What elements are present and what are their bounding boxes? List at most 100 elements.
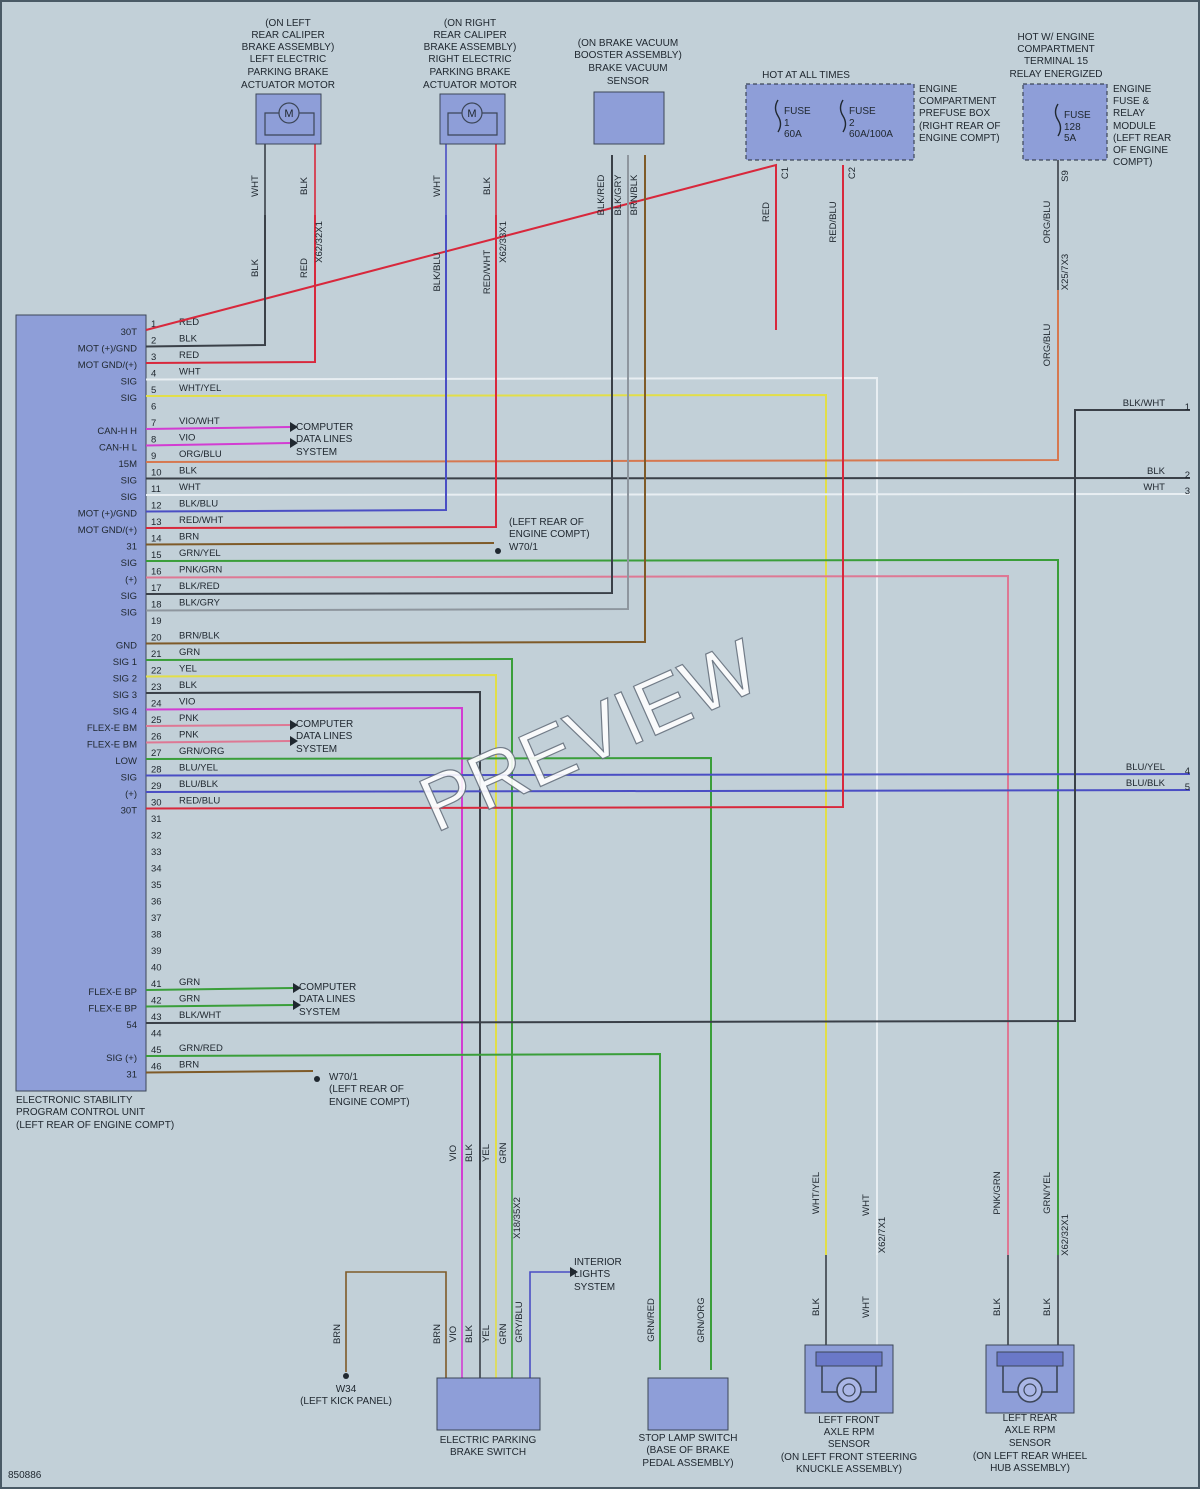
escu-pin-number: 13 [151, 517, 162, 528]
svg-text:SENSOR: SENSOR [1009, 1438, 1051, 1449]
svg-text:W34: W34 [336, 1384, 357, 1395]
svg-text:BRAKE VACUUM: BRAKE VACUUM [588, 63, 667, 74]
arrow-icon [293, 983, 301, 993]
right-actuator-label: (ON RIGHT REAR CALIPER BRAKE ASSEMBLY) R… [423, 18, 517, 91]
escu-wire-color: GRN [179, 994, 200, 1005]
escu-pin-label: 30T [121, 806, 138, 817]
escu-pin-label: CAN-H H [97, 426, 137, 437]
wire-label: BLK [1042, 1297, 1053, 1316]
escu-pin-label: 54 [126, 1020, 137, 1031]
escu-pin-label: SIG 4 [113, 707, 137, 718]
stop-lamp-switch [647, 1377, 729, 1431]
escu-pin-number: 1 [151, 319, 156, 330]
escu-wire-color: GRN/RED [179, 1043, 223, 1054]
wire-28 [145, 773, 1191, 777]
left-front-axle-rpm-sensor [804, 1344, 894, 1414]
escu-pin-label: SIG [121, 591, 137, 602]
escu-pin-number: 35 [151, 880, 162, 891]
vacuum-sensor-box [593, 91, 665, 145]
escu-pin-number: 22 [151, 666, 162, 677]
fuse-1: FUSE 1 60A [774, 99, 811, 140]
escu-pin-label: MOT GND/(+) [78, 360, 137, 371]
escu-pin-number: 34 [151, 864, 162, 875]
wire-label: ORG/BLU [1042, 323, 1053, 366]
svg-text:ACTUATOR MOTOR: ACTUATOR MOTOR [241, 80, 335, 91]
escu-wire-color: PNK [179, 713, 199, 724]
left-actuator-label: (ON LEFT REAR CALIPER BRAKE ASSEMBLY) LE… [241, 18, 335, 91]
svg-text:ENGINE COMPT): ENGINE COMPT) [919, 133, 1000, 144]
svg-text:(BASE OF BRAKE: (BASE OF BRAKE [646, 1445, 730, 1456]
svg-text:(LEFT REAR: (LEFT REAR [1113, 133, 1171, 144]
escu-pin-label: SIG [121, 476, 137, 487]
svg-text:(LEFT REAR OF ENGINE COMPT): (LEFT REAR OF ENGINE COMPT) [16, 1120, 174, 1131]
svg-text:W70/1: W70/1 [329, 1072, 358, 1083]
edge-wire-color: BLK [1147, 466, 1166, 477]
svg-text:(ON BRAKE VACUUM: (ON BRAKE VACUUM [578, 38, 678, 49]
escu-pin-label: FLEX-E BM [87, 723, 137, 734]
escu-wire-color: BLK [179, 680, 198, 691]
escu-pin-number: 7 [151, 418, 156, 429]
svg-text:BOOSTER ASSEMBLY): BOOSTER ASSEMBLY) [574, 50, 682, 61]
stop-lamp-label: STOP LAMP SWITCH (BASE OF BRAKE PEDAL AS… [639, 1433, 738, 1469]
svg-text:ENGINE COMPT): ENGINE COMPT) [509, 529, 590, 540]
wire-label: PNK/GRN [992, 1171, 1003, 1214]
escu-wire-color: GRN [179, 977, 200, 988]
front-sensor-label: LEFT FRONT AXLE RPM SENSOR (ON LEFT FRON… [781, 1415, 918, 1475]
wire-label: WHT [432, 175, 443, 197]
arrow-icon [570, 1267, 578, 1277]
svg-text:DATA LINES: DATA LINES [299, 994, 356, 1005]
escu-pin-number: 31 [151, 814, 162, 825]
svg-text:FUSE: FUSE [849, 106, 876, 117]
edge-pin-2: 2 [1185, 470, 1190, 481]
escu-pin-number: 25 [151, 715, 162, 726]
escu-pin-label: SIG 3 [113, 690, 137, 701]
rear-sensor-label: LEFT REAR AXLE RPM SENSOR (ON LEFT REAR … [973, 1413, 1088, 1474]
wire-23 [145, 690, 481, 1180]
escu-wire-color: YEL [179, 664, 197, 675]
escu-pin-label: SIG [121, 558, 137, 569]
wire-42 [145, 1004, 294, 1008]
svg-text:STOP LAMP SWITCH: STOP LAMP SWITCH [639, 1433, 738, 1444]
edge-pin-1: 1 [1185, 402, 1190, 413]
svg-text:SYSTEM: SYSTEM [296, 744, 337, 755]
escu-wire-color: RED [179, 350, 199, 361]
escu-wire-color: BLK [179, 466, 198, 477]
escu-pin-label: SIG [121, 393, 137, 404]
svg-text:BRAKE ASSEMBLY): BRAKE ASSEMBLY) [242, 42, 335, 53]
escu-pin-number: 36 [151, 897, 162, 908]
arrow-icon [290, 736, 298, 746]
escu-pin-number: 18 [151, 600, 162, 611]
escu-pin-number: 19 [151, 616, 162, 627]
svg-text:LIGHTS: LIGHTS [574, 1269, 610, 1280]
escu-pin-label: MOT GND/(+) [78, 525, 137, 536]
fuse-relay-module-label: ENGINE FUSE & RELAY MODULE (LEFT REAR OF… [1113, 84, 1171, 168]
arrow-icon [290, 422, 298, 432]
wire-7 [145, 426, 291, 430]
escu-pin-number: 8 [151, 435, 156, 446]
wire-1 [145, 163, 777, 331]
svg-text:128: 128 [1064, 122, 1081, 133]
svg-text:ELECTRONIC STABILITY: ELECTRONIC STABILITY [16, 1095, 133, 1106]
wire-46 [145, 1070, 314, 1074]
wire-label: BRN/BLK [629, 174, 640, 215]
escu-pin-label: 31 [126, 542, 137, 553]
wire-12 [145, 215, 447, 513]
svg-text:(ON LEFT: (ON LEFT [265, 18, 311, 29]
wire-label: BLK [464, 1324, 475, 1343]
prefuse-box [745, 83, 915, 161]
wire-label: BLK [299, 176, 310, 195]
wire-label: X25/7X3 [1060, 254, 1071, 290]
escu-pin-number: 45 [151, 1045, 162, 1056]
svg-text:COMPUTER: COMPUTER [296, 719, 353, 730]
svg-text:ACTUATOR MOTOR: ACTUATOR MOTOR [423, 80, 517, 91]
svg-text:(ON RIGHT: (ON RIGHT [444, 18, 496, 29]
arrow-icon [290, 720, 298, 730]
wire-label: GRY/BLU [514, 1301, 525, 1343]
svg-text:COMPARTMENT: COMPARTMENT [1017, 44, 1094, 55]
wire-label: X18/35X2 [512, 1197, 523, 1239]
svg-text:SYSTEM: SYSTEM [296, 447, 337, 458]
wire-label: C2 [847, 167, 858, 179]
hot-engine-label: HOT W/ ENGINE COMPARTMENT TERMINAL 15 RE… [1010, 32, 1103, 80]
